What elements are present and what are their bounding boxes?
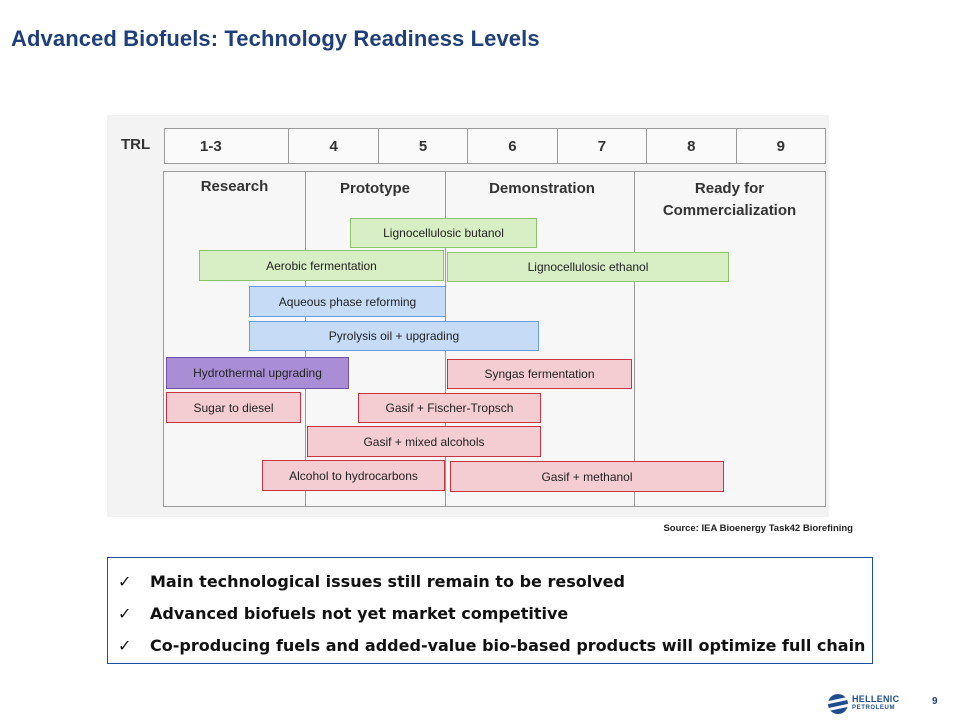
trl-level-1-3: 1-3 — [165, 129, 290, 163]
bullet-item: ✓ Advanced biofuels not yet market compe… — [108, 597, 872, 629]
phase-ready-line1: Ready for — [694, 180, 765, 197]
trl-level-9: 9 — [776, 137, 785, 155]
trl-level-8: 8 — [647, 129, 737, 163]
trl-levels-row: 1-3 4 5 6 7 8 9 — [164, 128, 826, 164]
tech-sugar-to-diesel: Sugar to diesel — [166, 392, 301, 423]
trl-level-5: 5 — [379, 129, 469, 163]
phase-demonstration: Demonstration — [489, 180, 595, 197]
phase-ready-line2: Commercialization — [662, 202, 797, 219]
page-number: 9 — [932, 696, 938, 707]
page-title: Advanced Biofuels: Technology Readiness … — [11, 26, 540, 51]
trl-diagram: TRL 1-3 4 5 6 7 8 9 Research Prototype D… — [107, 115, 829, 517]
phase-research: Research — [200, 178, 269, 195]
tech-alcohol-to-hydrocarbons: Alcohol to hydrocarbons — [262, 460, 445, 491]
logo-emblem-icon — [828, 694, 848, 714]
logo-line2: PETROLEUM — [852, 705, 896, 711]
checkmark-icon: ✓ — [118, 603, 132, 623]
bullet-item: ✓ Co-producing fuels and added-value bio… — [108, 629, 872, 661]
tech-pyrolysis-oil-upgrading: Pyrolysis oil + upgrading — [249, 321, 539, 351]
logo-line1: HELLENIC — [852, 694, 900, 704]
phase-divider — [634, 171, 635, 507]
tech-aerobic-fermentation: Aerobic fermentation — [199, 250, 444, 281]
phase-ready-for-commercialization: Ready for Commercialization — [642, 178, 817, 222]
bullet-text: Main technological issues still remain t… — [150, 571, 625, 591]
trl-level-6: 6 — [468, 129, 558, 163]
tech-lignocellulosic-ethanol: Lignocellulosic ethanol — [447, 252, 729, 282]
logo-text: HELLENIC PETROLEUM — [852, 695, 899, 713]
hellenic-petroleum-logo: HELLENIC PETROLEUM — [828, 694, 899, 714]
key-points-box: ✓ Main technological issues still remain… — [107, 557, 873, 664]
tech-aqueous-phase-reforming: Aqueous phase reforming — [249, 286, 446, 317]
checkmark-icon: ✓ — [118, 635, 132, 655]
bullet-text: Advanced biofuels not yet market competi… — [150, 603, 569, 623]
bullet-text: Co-producing fuels and added-value bio-b… — [150, 635, 866, 655]
tech-lignocellulosic-butanol: Lignocellulosic butanol — [350, 218, 537, 248]
trl-level-7: 7 — [558, 129, 648, 163]
tech-hydrothermal-upgrading: Hydrothermal upgrading — [166, 357, 349, 389]
tech-gasif-fischer-tropsch: Gasif + Fischer-Tropsch — [358, 393, 541, 423]
source-citation: Source: IEA Bioenergy Task42 Biorefining — [663, 523, 853, 534]
tech-gasif-mixed-alcohols: Gasif + mixed alcohols — [307, 426, 541, 457]
tech-syngas-fermentation: Syngas fermentation — [447, 359, 632, 389]
trl-axis-label: TRL — [121, 136, 151, 153]
tech-gasif-methanol: Gasif + methanol — [450, 461, 724, 492]
trl-level-4: 4 — [289, 129, 379, 163]
checkmark-icon: ✓ — [118, 571, 132, 591]
phase-prototype: Prototype — [339, 180, 410, 197]
bullet-item: ✓ Main technological issues still remain… — [108, 565, 872, 597]
